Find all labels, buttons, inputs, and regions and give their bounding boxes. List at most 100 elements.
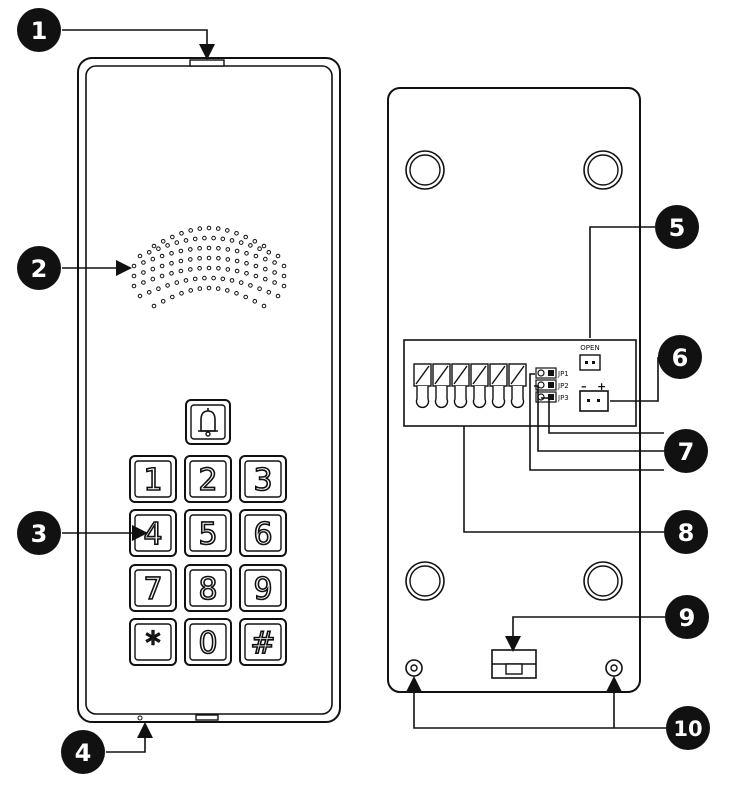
grille-dot	[243, 294, 248, 300]
grille-dot	[178, 248, 184, 254]
grille-dot	[261, 243, 267, 249]
grille-dot	[234, 258, 240, 264]
grille-dot	[252, 299, 258, 304]
key-label: 1	[143, 463, 162, 498]
grille-dot	[141, 260, 146, 265]
call-button[interactable]	[185, 399, 231, 445]
grille-dot	[197, 266, 202, 271]
svg-text:10: 10	[673, 717, 702, 741]
grille-dot	[275, 253, 281, 259]
grille-dot	[141, 280, 146, 285]
key-1[interactable]: 1	[129, 455, 177, 503]
grille-dot	[253, 253, 259, 259]
key-3[interactable]: 3	[239, 455, 287, 503]
grille-dot	[272, 280, 277, 285]
key-6[interactable]: 6	[239, 509, 287, 557]
grille-dot	[238, 240, 244, 245]
grille-dot	[216, 256, 221, 261]
grille-dot	[216, 246, 221, 251]
grille-dot	[174, 280, 180, 285]
grille-dot	[188, 257, 193, 262]
key-label: 8	[198, 572, 217, 607]
grille-dot	[272, 260, 277, 265]
grille-dot	[234, 268, 240, 274]
leader-7b	[534, 385, 664, 452]
grille-dot	[234, 231, 239, 236]
grille-dot	[206, 265, 212, 271]
key-0[interactable]: 0	[184, 618, 232, 666]
grille-dot	[253, 263, 259, 269]
jumper-label: JP2	[557, 382, 569, 390]
grille-dot	[257, 286, 262, 292]
grille-dot	[188, 247, 193, 252]
leader-10a	[406, 676, 666, 729]
key-label: 0	[198, 626, 217, 661]
grille-dot	[244, 271, 249, 276]
terminal-5	[489, 363, 508, 409]
jumper-jp3: JP3	[535, 391, 569, 403]
grille-dot	[197, 256, 202, 261]
screw-hole-right	[605, 659, 623, 677]
key-label: 9	[253, 572, 272, 607]
grille-dot	[220, 276, 226, 282]
mount-hole-bottom-left	[405, 561, 445, 601]
key-hash[interactable]: #	[239, 618, 287, 666]
grille-dot	[281, 263, 287, 269]
terminal-4	[470, 363, 489, 409]
grille-dot	[215, 286, 221, 291]
grille-dot	[150, 256, 156, 262]
grille-dot	[137, 293, 143, 299]
key-7[interactable]: 7	[129, 564, 177, 612]
svg-text:2: 2	[31, 255, 48, 283]
grille-dot	[266, 290, 272, 295]
leader-7c	[529, 373, 664, 471]
top-slot	[189, 59, 225, 67]
grille-dot	[165, 283, 170, 288]
key-5[interactable]: 5	[184, 509, 232, 557]
grille-dot	[141, 270, 146, 275]
grille-dot	[281, 273, 287, 279]
key-label: *	[146, 626, 161, 661]
key-2[interactable]: 2	[184, 455, 232, 503]
grille-dot	[150, 276, 156, 282]
grille-dot	[151, 303, 157, 309]
svg-text:1: 1	[31, 17, 48, 45]
grille-dot	[248, 243, 253, 248]
grille-dot	[169, 251, 174, 256]
terminal-6	[508, 363, 527, 409]
grille-dot	[188, 267, 193, 272]
grille-dot	[248, 283, 253, 288]
key-9[interactable]: 9	[239, 564, 287, 612]
grille-dot	[244, 261, 249, 266]
plus-label: +	[597, 380, 606, 393]
callout-2: 2	[17, 246, 61, 290]
key-8[interactable]: 8	[184, 564, 232, 612]
grille-dot	[131, 263, 137, 269]
grille-dot	[188, 288, 193, 293]
grille-dot	[266, 250, 272, 255]
grille-dot	[197, 246, 202, 251]
key-label: 7	[143, 572, 162, 607]
grille-dot	[225, 257, 231, 262]
callout-9: 9	[665, 595, 709, 639]
screw-hole-left	[405, 659, 423, 677]
microphone-hole	[137, 715, 143, 721]
grille-dot	[225, 288, 230, 293]
callout-1: 1	[17, 8, 61, 52]
leader-4	[106, 722, 153, 753]
grille-dot	[170, 294, 175, 300]
minus-label: –	[581, 380, 587, 393]
mount-hole-top-left	[405, 150, 445, 190]
grille-dot	[179, 231, 184, 236]
grille-dot	[253, 273, 259, 279]
grille-dot	[243, 234, 248, 240]
grille-dot	[192, 276, 198, 282]
leader-5	[589, 226, 655, 338]
leader-lines	[62, 29, 666, 753]
mount-hole-bottom-right	[583, 561, 623, 601]
key-star[interactable]: *	[129, 618, 177, 666]
grille-dot	[263, 256, 268, 262]
front-inner-frame	[85, 65, 333, 715]
